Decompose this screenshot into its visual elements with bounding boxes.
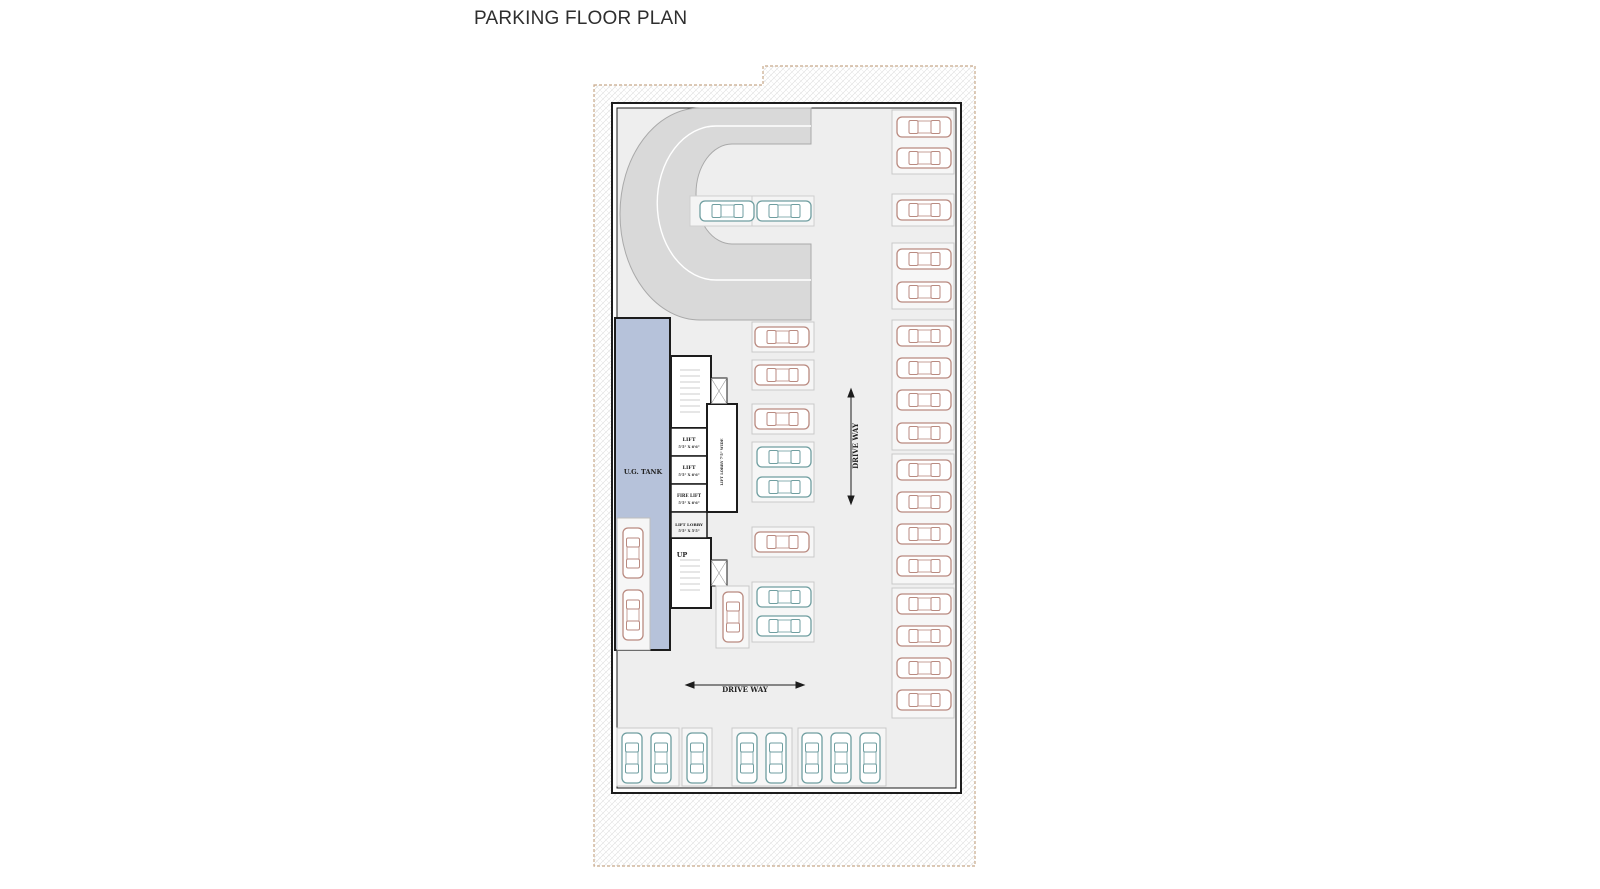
lift-1-size: 5'5" X 6'6" [678,445,699,449]
bottom-parking-bays [616,727,887,787]
page-title: PARKING FLOOR PLAN [474,8,688,29]
driveway-horizontal-arrow [684,681,806,689]
driveway-vertical-label: DRIVE WAY [851,422,860,469]
ramp [619,107,812,321]
lift-lobby-side-label: LIFT LOBBY 7'5" WIDE [720,438,724,485]
driveway-horizontal-label: DRIVE WAY [722,685,769,694]
center-parking-bays [715,321,815,649]
stair-up-label: UP [677,551,688,559]
driveway-vertical-arrow [847,387,855,506]
lift-1-label: LIFT [682,437,695,443]
lift-2-label: LIFT [682,465,695,471]
fire-lift-label: FIRE LIFT [677,493,702,498]
fire-lift-size: 5'5" X 6'6" [678,501,699,505]
right-parking-bays [891,109,955,719]
lift-lobby-label: LIFT LOBBY [675,522,703,527]
lift-lobby-size: 5'5" X 5'5" [678,529,699,533]
lift-2-size: 5'5" X 6'6" [678,473,699,477]
ug-tank-label: U.G. TANK [624,468,663,476]
